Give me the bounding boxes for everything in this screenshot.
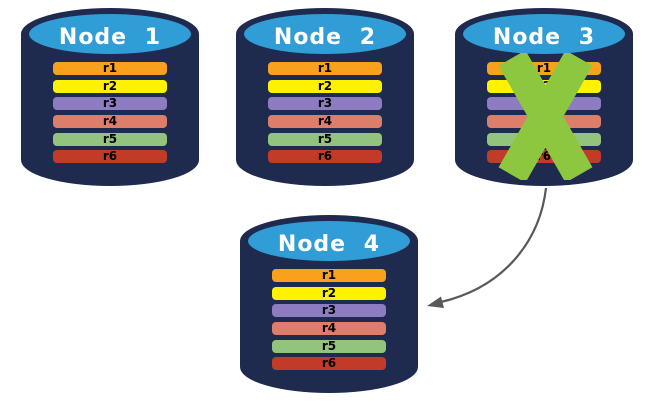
record-r4: r4	[53, 115, 167, 129]
node-title: Node 1	[58, 25, 162, 50]
record-r5: r5	[53, 132, 167, 146]
record-r4: r4	[272, 322, 386, 336]
arrow-head	[427, 296, 444, 308]
record-r2: r2	[53, 79, 167, 93]
cylinder-top-face	[29, 14, 191, 54]
record-r6: r6	[272, 357, 386, 371]
record-list: r1 r2 r3 r4 r5 r6	[268, 62, 382, 164]
node-title: Node 2	[273, 25, 377, 50]
record-r6: r6	[53, 150, 167, 164]
record-list: r1 r2 r3 r4 r5 r6	[272, 269, 386, 371]
node-title: Node 4	[277, 232, 381, 257]
record-r3: r3	[272, 304, 386, 318]
cylinder-top-face	[463, 14, 625, 54]
node-2: Node 2 r1 r2 r3 r4 r5 r6	[236, 8, 414, 186]
record-r3: r3	[268, 97, 382, 111]
failure-x-icon	[498, 53, 593, 180]
node-3: Node 3 r1 r2 r3 r4 r5 r6	[455, 8, 633, 186]
record-r4: r4	[268, 115, 382, 129]
node-4: Node 4 r1 r2 r3 r4 r5 r6	[240, 215, 418, 393]
record-r5: r5	[272, 339, 386, 353]
cylinder-top-face	[244, 14, 406, 54]
node-title: Node 3	[492, 25, 596, 50]
arrow-curve	[440, 187, 548, 304]
record-r1: r1	[268, 62, 382, 75]
record-r5: r5	[268, 132, 382, 146]
record-r3: r3	[53, 97, 167, 111]
record-r1: r1	[272, 269, 386, 282]
record-r1: r1	[53, 62, 167, 75]
record-r6: r6	[268, 150, 382, 164]
record-r2: r2	[272, 286, 386, 300]
node-1: Node 1 r1 r2 r3 r4 r5 r6	[21, 8, 199, 186]
record-list: r1 r2 r3 r4 r5 r6	[53, 62, 167, 164]
cylinder-top-face	[248, 221, 410, 261]
record-r2: r2	[268, 79, 382, 93]
